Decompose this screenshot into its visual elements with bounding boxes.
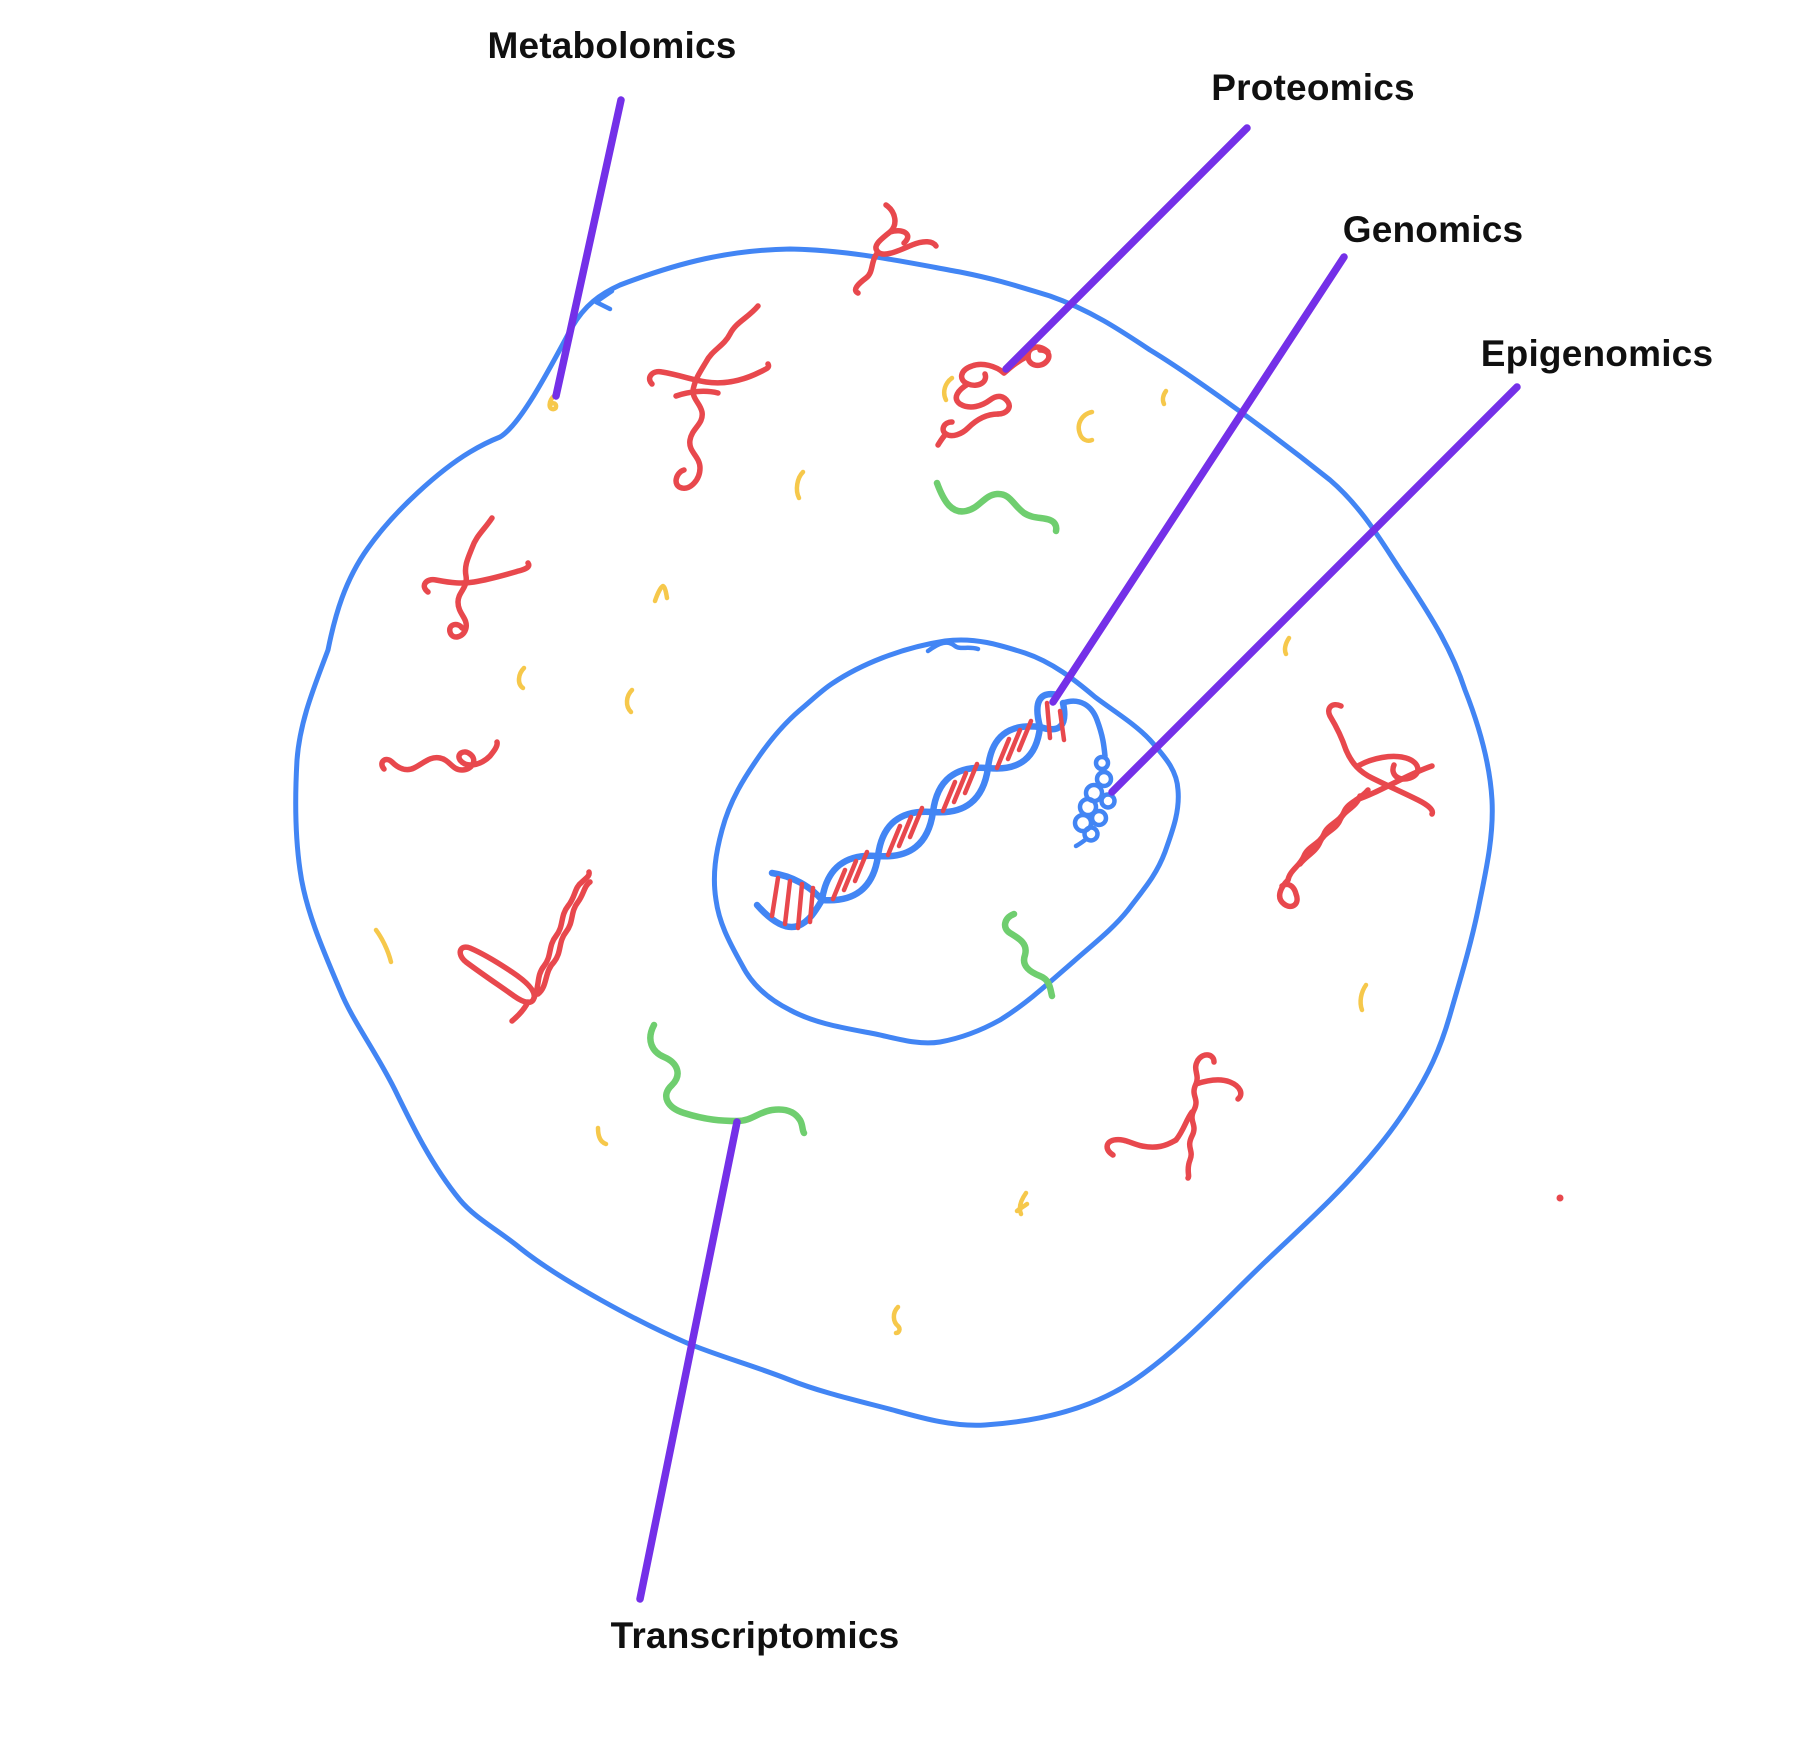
label-transcriptomics: Transcriptomics (610, 1615, 900, 1656)
metabolomics-pointer-line (552, 96, 625, 400)
genomics-pointer-line (1049, 253, 1348, 706)
protein-twisted-right (1276, 702, 1436, 910)
protein-chromatid-lower-left (457, 869, 593, 1024)
nucleus-stroke-join-mark (925, 640, 981, 654)
proteomics-pointer-line (1002, 124, 1251, 373)
transcriptomics-pointer-line (636, 1118, 741, 1603)
metabolite-metabolomics-target (547, 392, 559, 412)
protein-tangle-lower-right (1104, 1052, 1244, 1181)
rna-transcriptomics-target (647, 1021, 808, 1137)
metabolite-marks (373, 375, 1369, 1336)
membrane-stroke-join-mark (593, 288, 615, 312)
label-epigenomics: Epigenomics (1480, 333, 1714, 374)
label-genomics: Genomics (1342, 209, 1524, 250)
protein-squiggle-left-middle (379, 739, 500, 773)
rna-squiggles (647, 479, 1060, 1137)
protein-dot-far-right (1556, 1194, 1564, 1202)
rna-top (933, 479, 1060, 535)
protein-top-membrane (852, 202, 939, 296)
label-proteomics: Proteomics (1211, 67, 1415, 108)
epigenomics-pointer-line (1108, 383, 1521, 796)
protein-squiggles (379, 202, 1564, 1202)
label-metabolomics: Metabolomics (487, 25, 737, 66)
pointer-lines (552, 96, 1521, 1603)
nucleus (711, 637, 1181, 1046)
protein-proteomics-target (935, 344, 1052, 448)
protein-chromatin-upper-left (646, 303, 772, 491)
rna-nucleus-edge (1001, 910, 1056, 1000)
protein-chromatin-left (421, 515, 532, 640)
histone-coil (1060, 698, 1117, 849)
cell-membrane (293, 246, 1495, 1428)
dna-double-helix (753, 690, 1068, 931)
dna-base-pairs (769, 700, 1067, 931)
